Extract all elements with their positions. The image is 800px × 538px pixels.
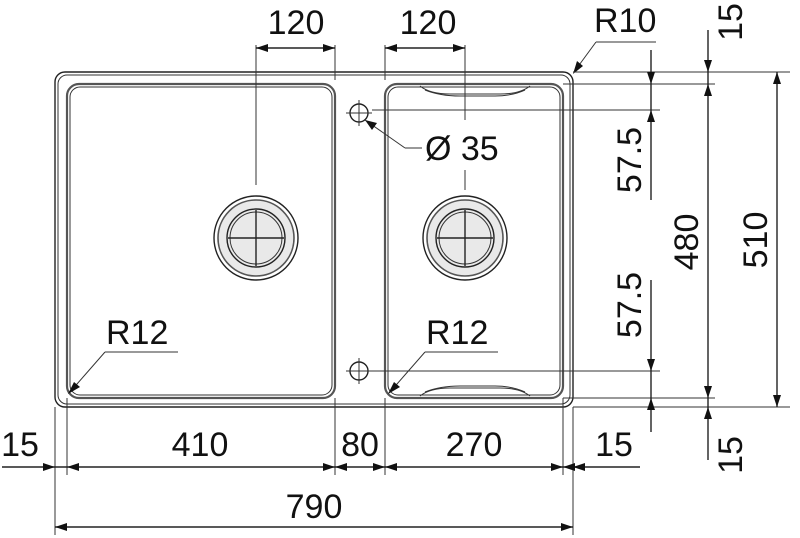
dimension-57-5-upper: 57.5	[611, 50, 655, 200]
label-15-top: 15	[712, 3, 750, 41]
dimension-790: 790	[55, 488, 573, 531]
label-270: 270	[446, 426, 503, 464]
label-r12-left: R12	[106, 314, 168, 352]
label-120-left: 120	[268, 4, 325, 42]
leader-r12-left: R12	[68, 314, 178, 394]
dimension-57-5-lower: 57.5	[611, 272, 655, 432]
right-extension-lines	[372, 71, 790, 408]
label-57-5-upper: 57.5	[611, 127, 649, 193]
label-790: 790	[286, 488, 343, 526]
dimension-120-left: 120	[255, 4, 336, 185]
dimension-15-top: 15	[704, 3, 750, 84]
left-drain	[213, 195, 299, 281]
leader-diameter-35: Ø 35	[364, 119, 499, 168]
label-410: 410	[172, 426, 229, 464]
label-15-left: 15	[1, 426, 39, 464]
label-diameter-35: Ø 35	[425, 130, 499, 168]
dimension-480: 480	[668, 84, 712, 398]
label-480: 480	[668, 214, 706, 271]
tap-hole-upper	[346, 100, 372, 126]
bottom-extension-lines	[54, 398, 574, 535]
tap-hole-lower	[346, 358, 372, 384]
leader-r10: R10	[573, 2, 656, 74]
left-bowl	[65, 82, 337, 400]
sink-outline	[54, 71, 574, 408]
label-r12-right: R12	[426, 314, 488, 352]
label-r10: R10	[594, 2, 656, 40]
label-510: 510	[737, 212, 775, 269]
label-57-5-lower: 57.5	[611, 272, 649, 338]
right-drain	[422, 195, 508, 281]
dimension-510: 510	[737, 72, 781, 407]
label-15-right: 15	[595, 426, 633, 464]
label-80: 80	[341, 426, 379, 464]
label-15-bottom: 15	[712, 436, 750, 474]
dimension-15-bottom: 15	[704, 398, 750, 474]
leader-r12-right: R12	[388, 314, 498, 394]
dimension-120-right: 120	[384, 4, 466, 190]
dimension-row-bottom	[2, 463, 640, 471]
label-120-right: 120	[400, 4, 457, 42]
right-bowl	[383, 82, 565, 400]
